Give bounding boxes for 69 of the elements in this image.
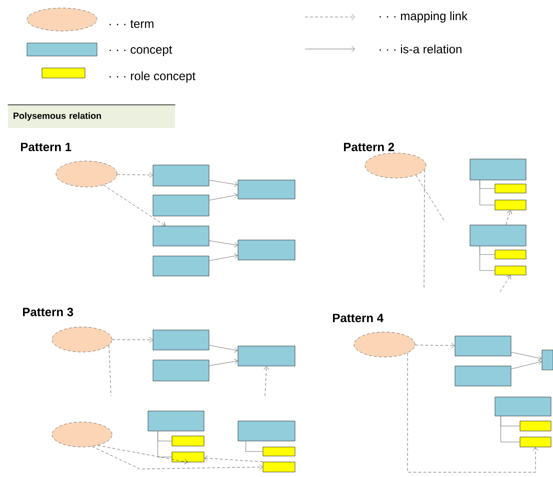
tree-line bbox=[480, 246, 495, 271]
legend-label: · · · role concept bbox=[110, 71, 196, 83]
arrow bbox=[511, 360, 542, 370]
term-ellipse bbox=[56, 160, 118, 188]
concept-box bbox=[148, 410, 204, 432]
legend-label: · · · mapping link bbox=[380, 11, 468, 23]
tree-line bbox=[158, 431, 172, 458]
arrow bbox=[414, 342, 455, 348]
pattern-heading: Pattern 3 bbox=[23, 308, 74, 316]
arrow bbox=[407, 352, 538, 472]
line bbox=[416, 174, 446, 222]
tree-line bbox=[500, 416, 520, 442]
concept-box bbox=[470, 224, 526, 246]
arrow bbox=[511, 352, 542, 361]
term-ellipse bbox=[52, 422, 112, 448]
legend-label: · · · concept bbox=[110, 46, 172, 56]
line bbox=[424, 169, 425, 288]
role-concept-bar bbox=[494, 266, 526, 276]
pattern-heading: Pattern 2 bbox=[344, 142, 394, 152]
legend-label: · · · is-a relation bbox=[380, 44, 462, 54]
concept-box bbox=[454, 366, 512, 386]
role-concept-bar bbox=[494, 250, 526, 260]
concept-box bbox=[152, 164, 210, 186]
concept-box bbox=[152, 226, 210, 246]
concept-box bbox=[152, 256, 210, 276]
concept-box bbox=[152, 330, 210, 350]
term-ellipse bbox=[354, 332, 416, 358]
term-ellipse bbox=[364, 152, 426, 178]
arrow bbox=[116, 172, 153, 178]
arrow bbox=[97, 445, 188, 464]
section-band: Polysemous relation bbox=[7, 104, 176, 128]
concept-box bbox=[152, 194, 210, 216]
arrow bbox=[209, 345, 238, 353]
role-concept-bar bbox=[520, 420, 552, 432]
concept-box bbox=[152, 360, 210, 382]
arrow bbox=[209, 358, 238, 366]
role-concept-bar bbox=[262, 446, 296, 456]
arrow bbox=[209, 180, 238, 187]
concept-box bbox=[454, 336, 512, 356]
concept-box bbox=[238, 180, 296, 200]
tree-line bbox=[480, 180, 495, 206]
arrow bbox=[500, 275, 512, 292]
arrow bbox=[209, 192, 238, 200]
term-ellipse bbox=[52, 326, 112, 352]
line bbox=[108, 345, 112, 396]
arrow bbox=[92, 446, 263, 470]
arrow bbox=[112, 337, 153, 343]
role-concept-bar bbox=[494, 200, 526, 210]
arrow bbox=[103, 184, 166, 226]
tree-line bbox=[246, 441, 263, 452]
role-concept-bar bbox=[172, 452, 204, 462]
arrow bbox=[209, 253, 238, 261]
role-concept-bar bbox=[172, 436, 204, 446]
concept-box bbox=[238, 240, 296, 260]
arrow bbox=[264, 366, 270, 396]
pattern-heading: Pattern 1 bbox=[21, 142, 72, 152]
concept-box bbox=[494, 396, 552, 416]
pattern-heading: Pattern 4 bbox=[333, 314, 384, 322]
concept-box bbox=[238, 346, 296, 366]
role-concept-bar bbox=[494, 184, 526, 194]
concept-box bbox=[238, 420, 296, 442]
concept-box bbox=[470, 158, 526, 180]
arrow bbox=[204, 456, 263, 462]
role-concept-bar bbox=[520, 436, 552, 448]
concept-box bbox=[542, 350, 553, 370]
legend-label: · · · term bbox=[110, 20, 154, 28]
arrow bbox=[209, 240, 238, 248]
role-concept-bar bbox=[262, 462, 296, 472]
arrow bbox=[506, 210, 512, 225]
